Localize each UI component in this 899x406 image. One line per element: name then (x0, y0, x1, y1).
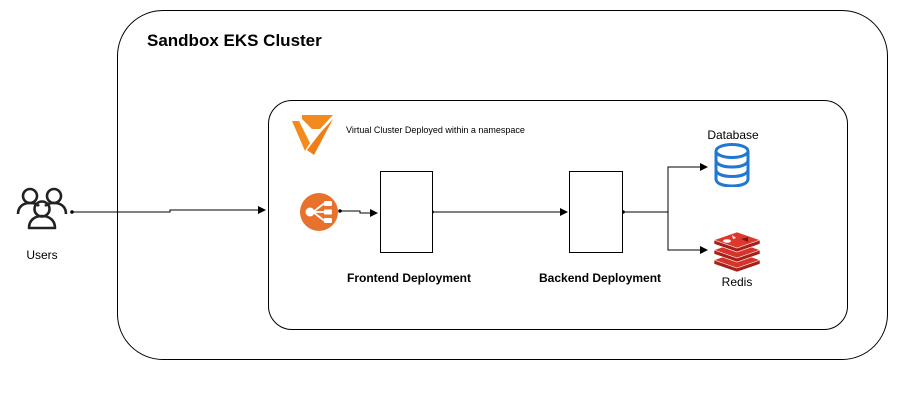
users-icon (16, 187, 68, 230)
frontend-deployment-label: Frontend Deployment (347, 271, 472, 285)
virtual-cluster-caption: Virtual Cluster Deployed within a namesp… (346, 125, 525, 135)
users-to-lb-connector (70, 206, 266, 214)
load-balancer-icon (300, 193, 338, 231)
virtual-cluster-container (268, 100, 848, 330)
database-label: Database (707, 128, 759, 142)
eks-cluster-container (117, 10, 888, 360)
backend-to-redis-connector (667, 212, 708, 254)
frontend-deployment-box[interactable] (380, 171, 433, 253)
backend-to-database-connector (621, 163, 708, 214)
redis-icon (713, 231, 761, 273)
redis-label: Redis (721, 275, 753, 289)
backend-deployment-box[interactable] (569, 171, 623, 253)
database-icon (714, 143, 750, 187)
backend-deployment-label: Backend Deployment (539, 271, 662, 285)
users-label: Users (26, 248, 58, 262)
vcluster-logo-icon (292, 115, 333, 155)
lb-to-frontend-connector (338, 209, 378, 217)
frontend-to-backend-connector (430, 208, 568, 216)
eks-cluster-title: Sandbox EKS Cluster (147, 31, 322, 50)
